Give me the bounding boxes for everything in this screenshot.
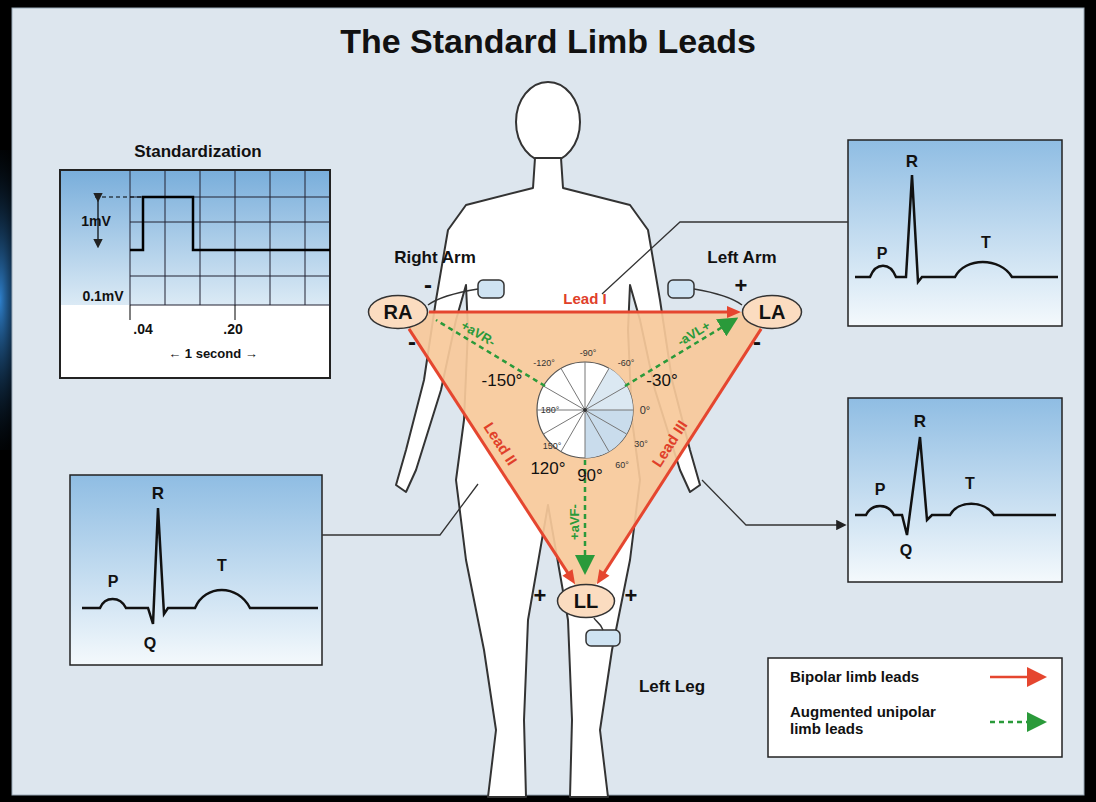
polarity-sign: - bbox=[424, 272, 432, 298]
lead-line bbox=[603, 329, 761, 574]
electrode-label: LA bbox=[759, 301, 786, 323]
polarity-sign: - bbox=[408, 329, 416, 355]
wave-label: T bbox=[965, 475, 975, 493]
axis-angle: 90° bbox=[577, 467, 603, 486]
lead-line bbox=[409, 329, 569, 574]
axis-angle: -90° bbox=[580, 349, 597, 359]
title: The Standard Limb Leads bbox=[340, 23, 756, 60]
wave-label: P bbox=[877, 245, 888, 263]
axis-angle: -120° bbox=[533, 359, 555, 369]
wave-label: R bbox=[906, 153, 918, 172]
wave-label: P bbox=[108, 573, 119, 591]
axis-angle: -150° bbox=[482, 372, 523, 391]
polarity-sign: - bbox=[753, 329, 761, 355]
electrode-oval: LA bbox=[741, 294, 803, 330]
axis-angle: -30° bbox=[646, 372, 677, 391]
arrowhead bbox=[562, 569, 575, 584]
axis-angle: 60° bbox=[615, 461, 629, 471]
electrode-oval: LL bbox=[556, 583, 616, 619]
wave-label: T bbox=[217, 557, 227, 575]
polarity-sign: + bbox=[625, 584, 638, 608]
wave-label: .04 bbox=[133, 322, 152, 337]
wave-label: R bbox=[914, 413, 926, 432]
wave-label: .20 bbox=[223, 322, 242, 337]
standardization-panel: Standardization 1mV 0.1mV .04 .20 ← 1 second … bbox=[60, 135, 330, 378]
limb-label: Left Leg bbox=[639, 678, 705, 697]
lead-connector bbox=[429, 306, 741, 318]
arrowhead bbox=[727, 306, 741, 318]
augmented-lead-label: +aVF- bbox=[568, 504, 582, 540]
wave-label: 1mV bbox=[81, 214, 111, 229]
oval-shape bbox=[369, 296, 428, 329]
wave-label: T bbox=[981, 234, 991, 252]
wave-label: R bbox=[152, 485, 164, 504]
legend-text: Augmented unipolar limb leads bbox=[790, 704, 960, 737]
legend-text: Bipolar limb leads bbox=[790, 669, 960, 686]
electrode-label: LL bbox=[574, 590, 598, 612]
axis-angle: 120° bbox=[530, 460, 565, 479]
oval-shape bbox=[743, 296, 802, 329]
limb-label: Right Arm bbox=[394, 249, 476, 268]
wave-label: 0.1mV bbox=[82, 289, 123, 304]
electrode-oval: RA bbox=[367, 294, 429, 330]
axis-angle: 0° bbox=[640, 404, 651, 416]
lead-connector bbox=[409, 329, 575, 584]
wave-label: Q bbox=[144, 635, 156, 653]
limb-label: Left Arm bbox=[707, 249, 776, 268]
lead-label: Lead I bbox=[563, 291, 606, 308]
axis-angle: 180° bbox=[541, 406, 560, 416]
lead-line bbox=[429, 311, 729, 314]
wave-label: ← 1 second → bbox=[168, 347, 258, 361]
wave-label: Q bbox=[900, 542, 912, 560]
electrode-label: RA bbox=[384, 301, 413, 323]
ecg-inset: R P T Q bbox=[848, 398, 1062, 582]
wave-label: P bbox=[875, 481, 886, 499]
axis-angle: 150° bbox=[543, 442, 562, 452]
arrowhead bbox=[597, 569, 610, 584]
wave-label: Standardization bbox=[134, 143, 262, 162]
oval-shape bbox=[558, 585, 615, 618]
lead-connector bbox=[597, 329, 761, 584]
ecg-inset: R P T Q bbox=[70, 475, 322, 665]
ecg-inset: R P T bbox=[848, 140, 1062, 326]
axis-angle: 30° bbox=[634, 440, 648, 450]
polarity-sign: + bbox=[735, 274, 748, 298]
axis-angle: -60° bbox=[618, 359, 635, 369]
polarity-sign: + bbox=[534, 584, 547, 608]
